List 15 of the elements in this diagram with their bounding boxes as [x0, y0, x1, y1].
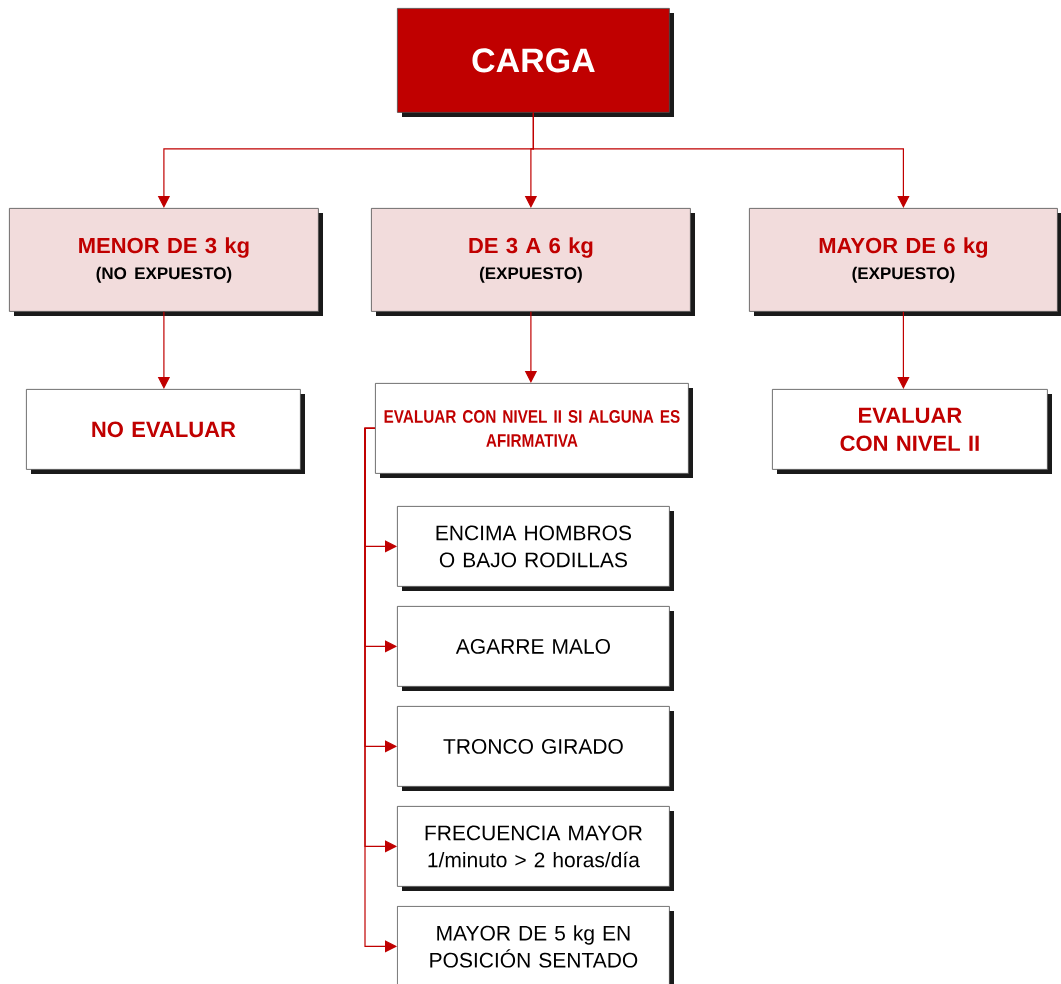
range-box: MENOR DE 3 kg (NO EXPUESTO) — [9, 208, 323, 316]
arrow — [532, 112, 910, 208]
title-box: CARGA — [397, 8, 674, 117]
condition-box: ENCIMA HOMBROS O BAJO RODILLAS — [397, 506, 674, 591]
condition-box: AGARRE MALO — [397, 606, 674, 691]
range-box: MAYOR DE 6 kg (EXPUESTO) — [749, 208, 1061, 316]
arrow — [364, 427, 397, 953]
arrow — [897, 311, 910, 389]
range-box: DE 3 A 6 kg (EXPUESTO) — [371, 208, 695, 316]
condition-box: TRONCO GIRADO — [397, 706, 674, 791]
result-box: EVALUAR CON NIVEL II — [772, 389, 1052, 474]
condition-box: FRECUENCIA MAYOR 1/minuto > 2 horas/día — [397, 806, 674, 891]
result-box: NO EVALUAR — [26, 389, 305, 474]
result-box: EVALUAR CON NIVEL II SI ALGUNA ES AFIRMATIVA — [375, 383, 693, 478]
condition-box: MAYOR DE 5 kg EN POSICIÓN SENTADO — [397, 906, 674, 984]
